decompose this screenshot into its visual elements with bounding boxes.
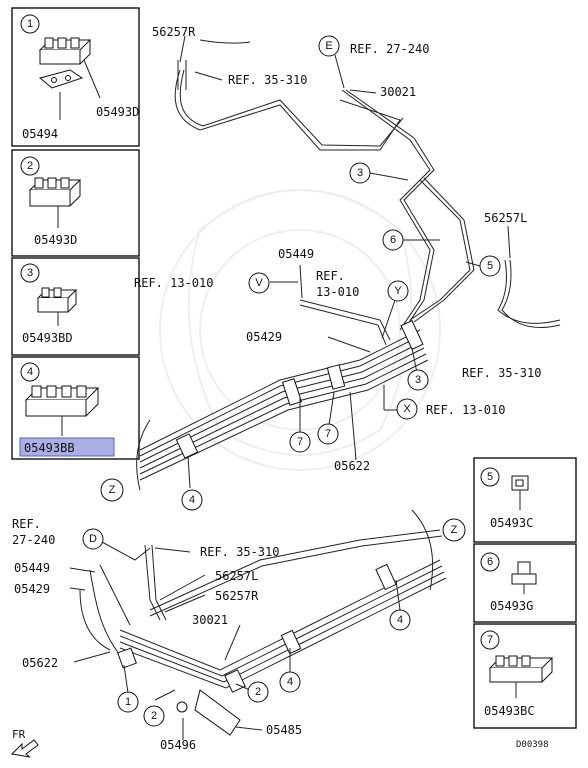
clip-05493D-icon xyxy=(28,177,82,207)
label-05622-top: 05622 xyxy=(334,459,370,473)
legend-num-1-circle xyxy=(20,14,40,34)
label-05622-bottom: 05622 xyxy=(22,656,58,670)
legend-num-6: 6 xyxy=(487,556,493,568)
breakline-z-right xyxy=(411,509,434,591)
callout-V: V xyxy=(255,277,263,289)
callout-2-bottom-b: 2 xyxy=(255,686,261,698)
callout-X: X xyxy=(403,403,411,415)
legend-7-part: 05493BC xyxy=(484,704,535,718)
label-56257L-top: 56257L xyxy=(484,211,527,225)
label-05449-bottom: 05449 xyxy=(14,561,50,575)
callout-3-mid: 3 xyxy=(415,374,421,386)
clip-05493BD-icon xyxy=(36,287,78,313)
legend-6-part: 05493G xyxy=(490,599,533,613)
legend-num-2: 2 xyxy=(27,160,33,172)
callout-1-bottom: 1 xyxy=(125,696,131,708)
legend-right: 5 05493C 6 05493G 7 05493BC xyxy=(473,457,577,729)
legend-3-part: 05493BD xyxy=(22,331,73,345)
callout-7-a: 7 xyxy=(297,436,303,448)
callout-6-top: 6 xyxy=(390,234,396,246)
callout-2-bottom-a: 2 xyxy=(151,710,157,722)
legend-5-part: 05493C xyxy=(490,516,533,530)
clip-05493G-icon xyxy=(511,561,537,585)
label-30021-bottom: 30021 xyxy=(192,613,228,627)
legend-4-highlight xyxy=(19,437,115,457)
main-pipe-bundle-upper xyxy=(139,320,429,481)
label-05496: 05496 xyxy=(160,738,196,752)
bolt-05496-icon xyxy=(176,701,188,713)
legend-num-4: 4 xyxy=(27,366,33,378)
breakline-z-left xyxy=(136,419,151,491)
front-arrow-icon xyxy=(10,739,39,758)
callout-Y: Y xyxy=(394,285,402,297)
label-ref-27-240-bottom2: 27-240 xyxy=(12,533,55,547)
callout-4-right: 4 xyxy=(397,614,403,626)
label-ref-13-010-mid2: 13-010 xyxy=(316,285,359,299)
label-56257L-bottom: 56257L xyxy=(215,569,258,583)
callout-D: D xyxy=(89,533,97,545)
legend-4-part: 05493BB xyxy=(24,441,75,455)
clip-05493C-icon xyxy=(511,475,529,491)
clip-05493BC-icon xyxy=(488,655,554,683)
callout-5-top: 5 xyxy=(487,260,493,272)
legend-num-1: 1 xyxy=(27,18,33,30)
fr-label: FR xyxy=(12,728,26,741)
label-ref-27-240-top: REF. 27-240 xyxy=(350,42,429,56)
part-labels: 56257R REF. 35-310 REF. 27-240 30021 562… xyxy=(12,25,549,752)
leader-lines xyxy=(69,35,511,740)
legend-2-part: 05493D xyxy=(34,233,77,247)
callout-E: E xyxy=(325,40,332,52)
clip-05493BB-icon xyxy=(24,385,100,417)
callout-4-top: 4 xyxy=(189,494,195,506)
legend-1-part-b: 05494 xyxy=(22,127,58,141)
main-pipe-bundle-lower xyxy=(79,529,447,736)
label-ref-27-240-bottom: REF. xyxy=(12,517,41,531)
label-05429-bottom: 05429 xyxy=(14,582,50,596)
label-56257R-top: 56257R xyxy=(152,25,196,39)
legend-num-5: 5 xyxy=(487,471,493,483)
bracket-05494-icon xyxy=(38,69,84,89)
label-ref-35-310-right: REF. 35-310 xyxy=(462,366,541,380)
legend-box-1 xyxy=(11,7,140,147)
legend-box-2 xyxy=(11,149,140,257)
legend-1-part-a: 05493D xyxy=(96,105,139,119)
callout-Z-left: Z xyxy=(109,484,116,496)
label-05485: 05485 xyxy=(266,723,302,737)
label-ref-35-310-bottom: REF. 35-310 xyxy=(200,545,279,559)
callout-Z-right: Z xyxy=(451,524,458,536)
legend-left: 1 05493D 05494 2 05493D xyxy=(11,7,140,460)
front-direction-indicator: FR xyxy=(10,728,39,758)
legend-num-3: 3 xyxy=(27,267,33,279)
label-ref-35-310-top: REF. 35-310 xyxy=(228,73,307,87)
number-callouts: 3 6 5 3 7 7 4 4 4 1 2 2 xyxy=(117,162,501,727)
label-05449-top: 05449 xyxy=(278,247,314,261)
clip-05493D-icon xyxy=(38,37,92,65)
legend-box-3 xyxy=(11,257,140,356)
legend-num-7: 7 xyxy=(487,634,493,646)
label-30021-top: 30021 xyxy=(380,85,416,99)
legend-box-4 xyxy=(11,356,140,460)
label-56257R-bottom: 56257R xyxy=(215,589,259,603)
callout-3-top: 3 xyxy=(357,167,363,179)
upper-pipe-route xyxy=(174,39,561,346)
label-ref-13-010-left: REF. 13-010 xyxy=(134,276,213,290)
bracket-05485-icon xyxy=(194,689,241,736)
label-05429-top: 05429 xyxy=(246,330,282,344)
diagram-code: D00398 xyxy=(516,740,549,750)
callout-7-b: 7 xyxy=(325,428,331,440)
label-ref-13-010-mid: REF. xyxy=(316,269,345,283)
letter-callouts: E V Y X Z Z D xyxy=(82,35,466,550)
label-ref-13-010-x: REF. 13-010 xyxy=(426,403,505,417)
callout-4-bottom: 4 xyxy=(287,676,293,688)
